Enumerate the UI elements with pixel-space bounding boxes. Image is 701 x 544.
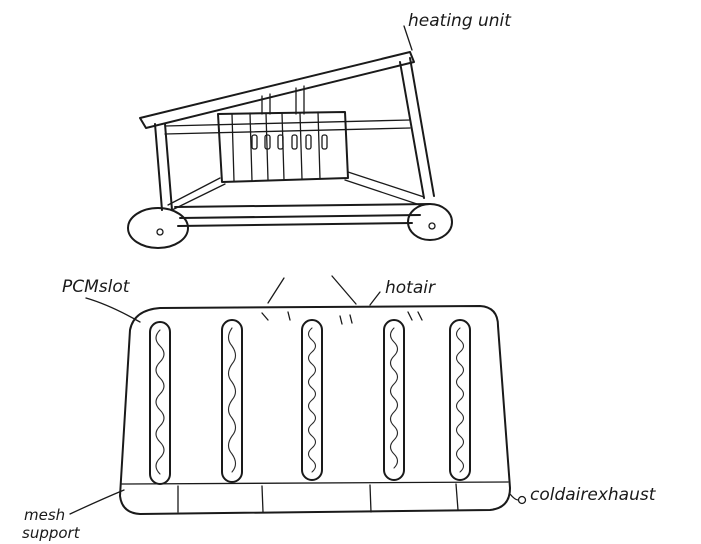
cart-roof bbox=[139, 51, 415, 129]
mesh-support-label-line1: mesh bbox=[24, 506, 65, 524]
cold-air-exhaust-leader bbox=[509, 493, 519, 501]
mesh-band-top bbox=[121, 481, 509, 485]
mesh-support-leader bbox=[69, 489, 125, 515]
pcm-slot-1 bbox=[149, 321, 171, 485]
pcm-box bbox=[119, 305, 511, 515]
cold-air-exhaust-marker bbox=[517, 495, 527, 505]
cart-braces bbox=[167, 171, 425, 211]
pcm-slot-4 bbox=[383, 319, 405, 481]
cart-mid-bar bbox=[164, 119, 411, 135]
cart-base bbox=[174, 203, 431, 227]
cart-left-post bbox=[154, 123, 173, 211]
cart-right-post bbox=[399, 57, 435, 199]
pcm-box-outline bbox=[119, 305, 511, 515]
pcm-slot-3 bbox=[301, 319, 323, 481]
pcm-slot-leader bbox=[85, 297, 141, 323]
heater-vents bbox=[251, 134, 328, 150]
heating-unit-label: heating unit bbox=[408, 11, 512, 31]
heater-box bbox=[217, 111, 349, 183]
right-wheel bbox=[407, 203, 453, 241]
cold-air-exhaust-label: coldairexhaust bbox=[530, 485, 657, 505]
pcm-slot-5 bbox=[449, 319, 471, 481]
cart-straps bbox=[261, 85, 305, 115]
heating-unit-leader bbox=[403, 25, 413, 51]
pcm-slot-label: PCMslot bbox=[62, 277, 131, 297]
mesh-dividers bbox=[177, 483, 459, 513]
hot-air-label: hotair bbox=[385, 278, 436, 298]
heating-cart bbox=[127, 25, 453, 249]
mesh-support-label-line2: support bbox=[22, 524, 81, 542]
pcm-slot-2 bbox=[221, 319, 243, 483]
hot-air-arrows bbox=[261, 275, 423, 325]
left-wheel bbox=[127, 207, 189, 249]
